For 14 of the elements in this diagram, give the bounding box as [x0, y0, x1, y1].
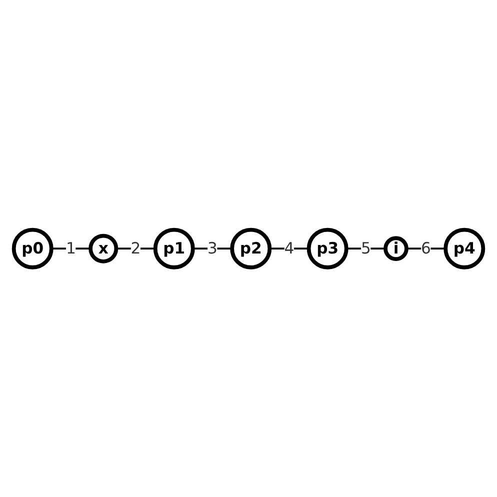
connector	[346, 248, 386, 250]
node-circle: p3	[306, 228, 348, 270]
edge-label: 5	[360, 238, 371, 258]
edge-label: 4	[284, 238, 294, 258]
edge-label: 2	[130, 238, 141, 258]
node-circle: p2	[230, 228, 272, 270]
node-circle: i	[384, 236, 408, 261]
edge-label: 1	[66, 238, 76, 258]
edge-label: 6	[421, 238, 431, 258]
node-circle: p0	[12, 228, 54, 270]
edge-label: 3	[208, 238, 218, 258]
node-circle: p1	[153, 228, 195, 270]
node-circle: x	[88, 234, 118, 264]
node-circle: p4	[444, 228, 486, 270]
